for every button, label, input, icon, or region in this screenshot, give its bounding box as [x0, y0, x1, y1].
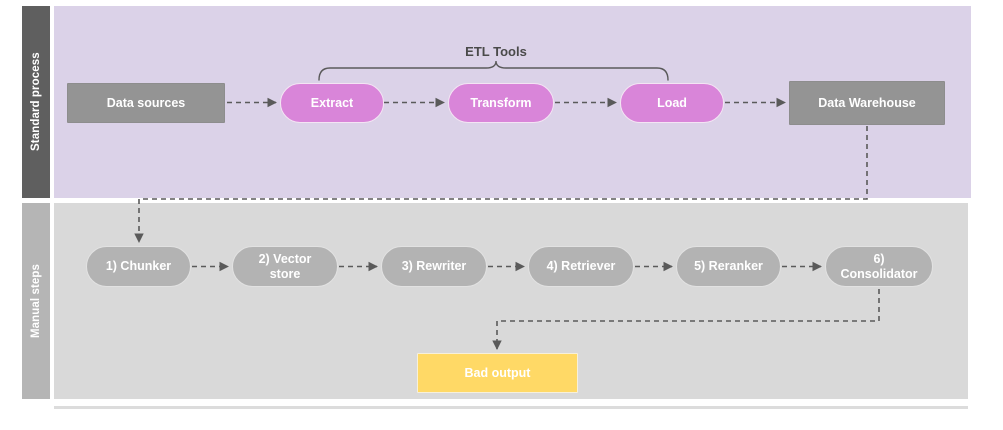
- node-consolidator[interactable]: 6) Consolidator: [825, 246, 933, 287]
- lane-standard-process-label: Standard process: [22, 6, 50, 198]
- node-rewriter[interactable]: 3) Rewriter: [381, 246, 487, 287]
- node-retriever[interactable]: 4) Retriever: [528, 246, 634, 287]
- node-load[interactable]: Load: [620, 83, 724, 123]
- etl-tools-label: ETL Tools: [465, 44, 527, 59]
- node-vector-store[interactable]: 2) Vector store: [232, 246, 338, 287]
- bottom-divider: [54, 406, 968, 409]
- node-chunker[interactable]: 1) Chunker: [86, 246, 191, 287]
- node-extract[interactable]: Extract: [280, 83, 384, 123]
- node-data-sources[interactable]: Data sources: [67, 83, 225, 123]
- node-bad-output[interactable]: Bad output: [417, 353, 578, 393]
- node-data-warehouse[interactable]: Data Warehouse: [789, 81, 945, 125]
- node-transform[interactable]: Transform: [448, 83, 554, 123]
- node-reranker[interactable]: 5) Reranker: [676, 246, 781, 287]
- lane-manual-steps-label: Manual steps: [22, 203, 50, 399]
